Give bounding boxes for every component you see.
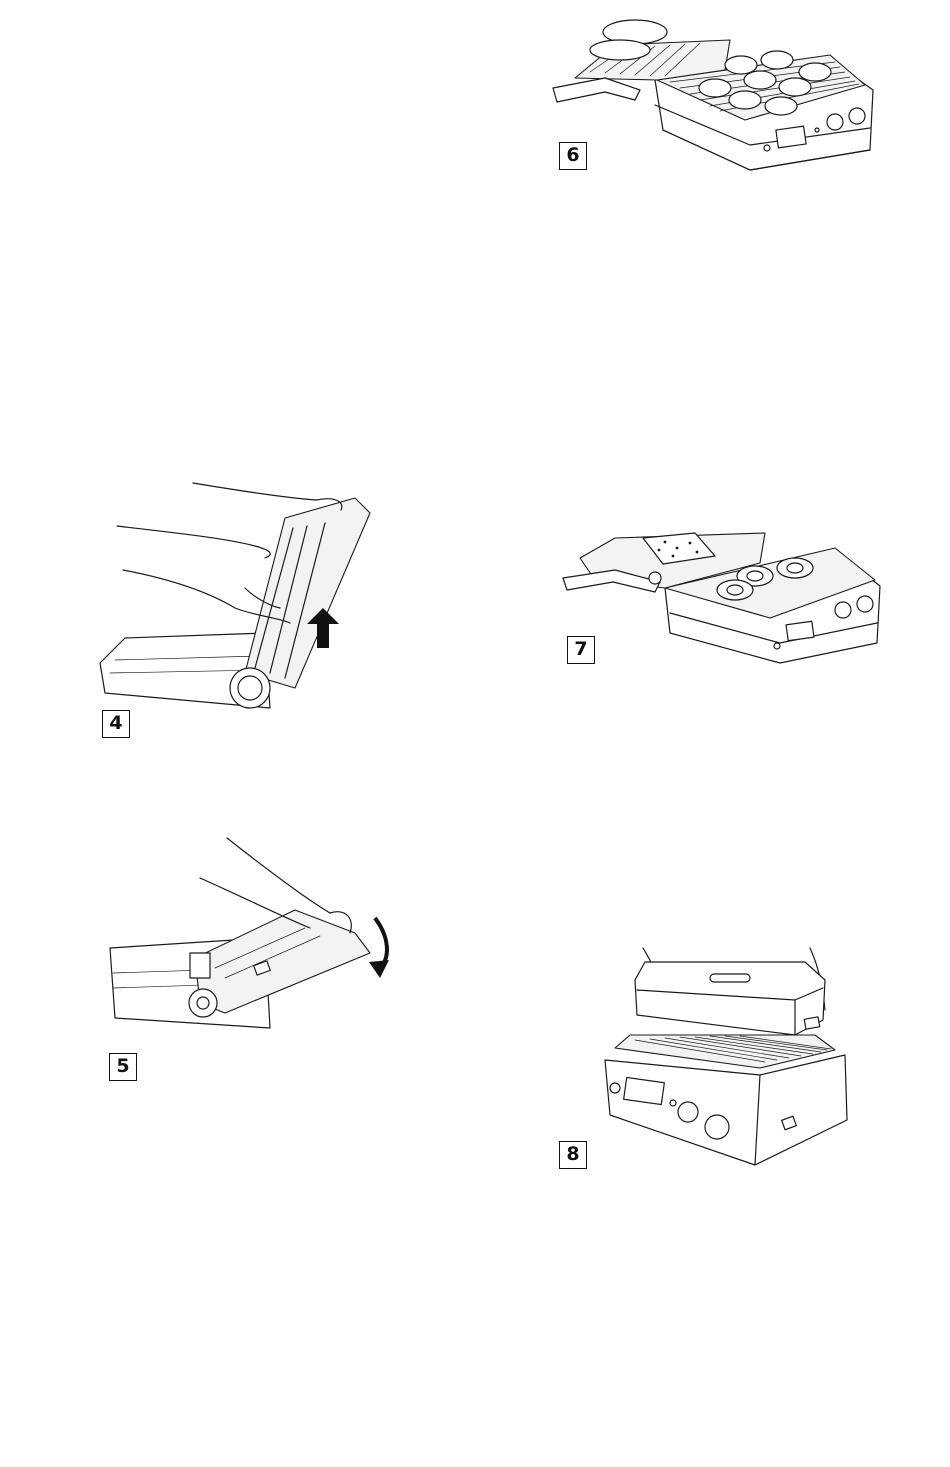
grill-panini-illustration bbox=[555, 518, 885, 668]
figure-4-lifting-plate: 4 bbox=[95, 478, 385, 718]
figure-number-label: 6 bbox=[559, 142, 587, 170]
figure-5-closing-lid: 5 bbox=[105, 838, 405, 1058]
figure-number-label: 5 bbox=[109, 1053, 137, 1081]
plate-removal-illustration bbox=[95, 478, 385, 718]
figure-7-grill-sandwich-eggs: 7 bbox=[555, 518, 885, 668]
figure-number-label: 8 bbox=[559, 1141, 587, 1169]
figure-6-grill-open-flat-burgers: 6 bbox=[545, 10, 885, 175]
figure-8-grill-lid-raised: 8 bbox=[555, 940, 855, 1170]
figure-number-label: 7 bbox=[567, 636, 595, 664]
grill-contact-illustration bbox=[555, 940, 855, 1170]
grill-open-flat-illustration bbox=[545, 10, 885, 175]
figure-number-label: 4 bbox=[102, 710, 130, 738]
lid-closing-illustration bbox=[105, 838, 405, 1058]
